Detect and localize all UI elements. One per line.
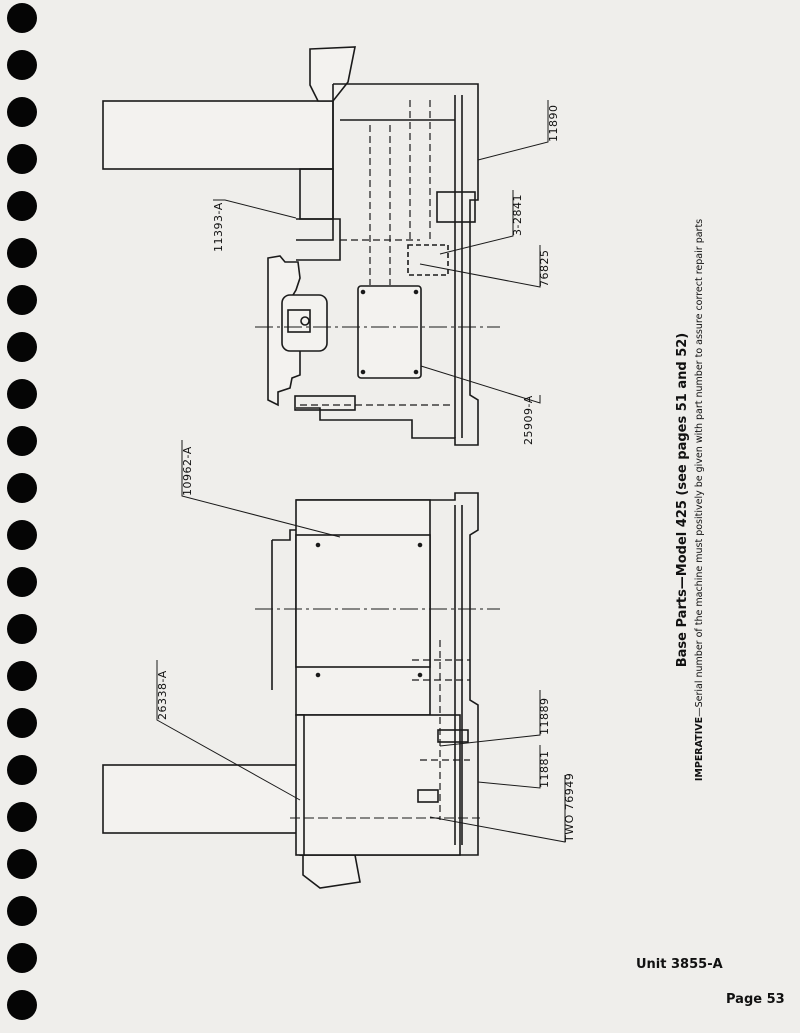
binding-hole bbox=[7, 3, 37, 33]
callout-11889: 11889 bbox=[538, 698, 551, 736]
callout-26338-a: 26338-A bbox=[156, 670, 169, 720]
binding-hole bbox=[7, 144, 37, 174]
callout-11393-a: 11393-A bbox=[212, 202, 225, 252]
binding-hole bbox=[7, 708, 37, 738]
binding-hole bbox=[7, 285, 37, 315]
binding-hole bbox=[7, 97, 37, 127]
figure-caption: Base Parts—Model 425 (see pages 51 and 5… bbox=[675, 219, 705, 781]
binding-hole bbox=[7, 238, 37, 268]
binding-hole bbox=[7, 614, 37, 644]
part-callouts: 11393-A 11890 3-2841 76825 25909-A 10962… bbox=[156, 105, 576, 844]
callout-10962-a: 10962-A bbox=[181, 446, 194, 496]
callout-76825: 76825 bbox=[538, 250, 551, 288]
unit-label: Unit 3855-A bbox=[636, 957, 723, 972]
binding-hole bbox=[7, 473, 37, 503]
binding-hole bbox=[7, 379, 37, 409]
caption-note: IMPERATIVE—Serial number of the machine … bbox=[694, 219, 705, 781]
binding-hole bbox=[7, 567, 37, 597]
binding-hole bbox=[7, 896, 37, 926]
page-number: Page 53 bbox=[726, 992, 785, 1007]
callout-25909-a: 25909-A bbox=[522, 395, 535, 445]
binding-holes bbox=[0, 0, 40, 1033]
upper-machine-view bbox=[102, 46, 500, 446]
callout-two-76949: TWO 76949 bbox=[563, 773, 576, 843]
binding-hole bbox=[7, 332, 37, 362]
binding-hole bbox=[7, 520, 37, 550]
caption-title: Base Parts—Model 425 (see pages 51 and 5… bbox=[675, 332, 690, 668]
binding-hole bbox=[7, 990, 37, 1020]
callout-3-2841: 3-2841 bbox=[511, 194, 524, 236]
imperative-label: IMPERATIVE bbox=[694, 716, 705, 782]
binding-hole bbox=[7, 943, 37, 973]
binding-hole bbox=[7, 661, 37, 691]
callout-11890: 11890 bbox=[547, 105, 560, 143]
binding-hole bbox=[7, 755, 37, 785]
binding-hole bbox=[7, 849, 37, 879]
leader-lines bbox=[156, 100, 566, 843]
imperative-text: —Serial number of the machine must posit… bbox=[694, 218, 705, 717]
lower-machine-view bbox=[102, 492, 500, 889]
binding-hole bbox=[7, 50, 37, 80]
binding-hole bbox=[7, 802, 37, 832]
binding-hole bbox=[7, 191, 37, 221]
binding-hole bbox=[7, 426, 37, 456]
callout-11881: 11881 bbox=[538, 751, 551, 789]
